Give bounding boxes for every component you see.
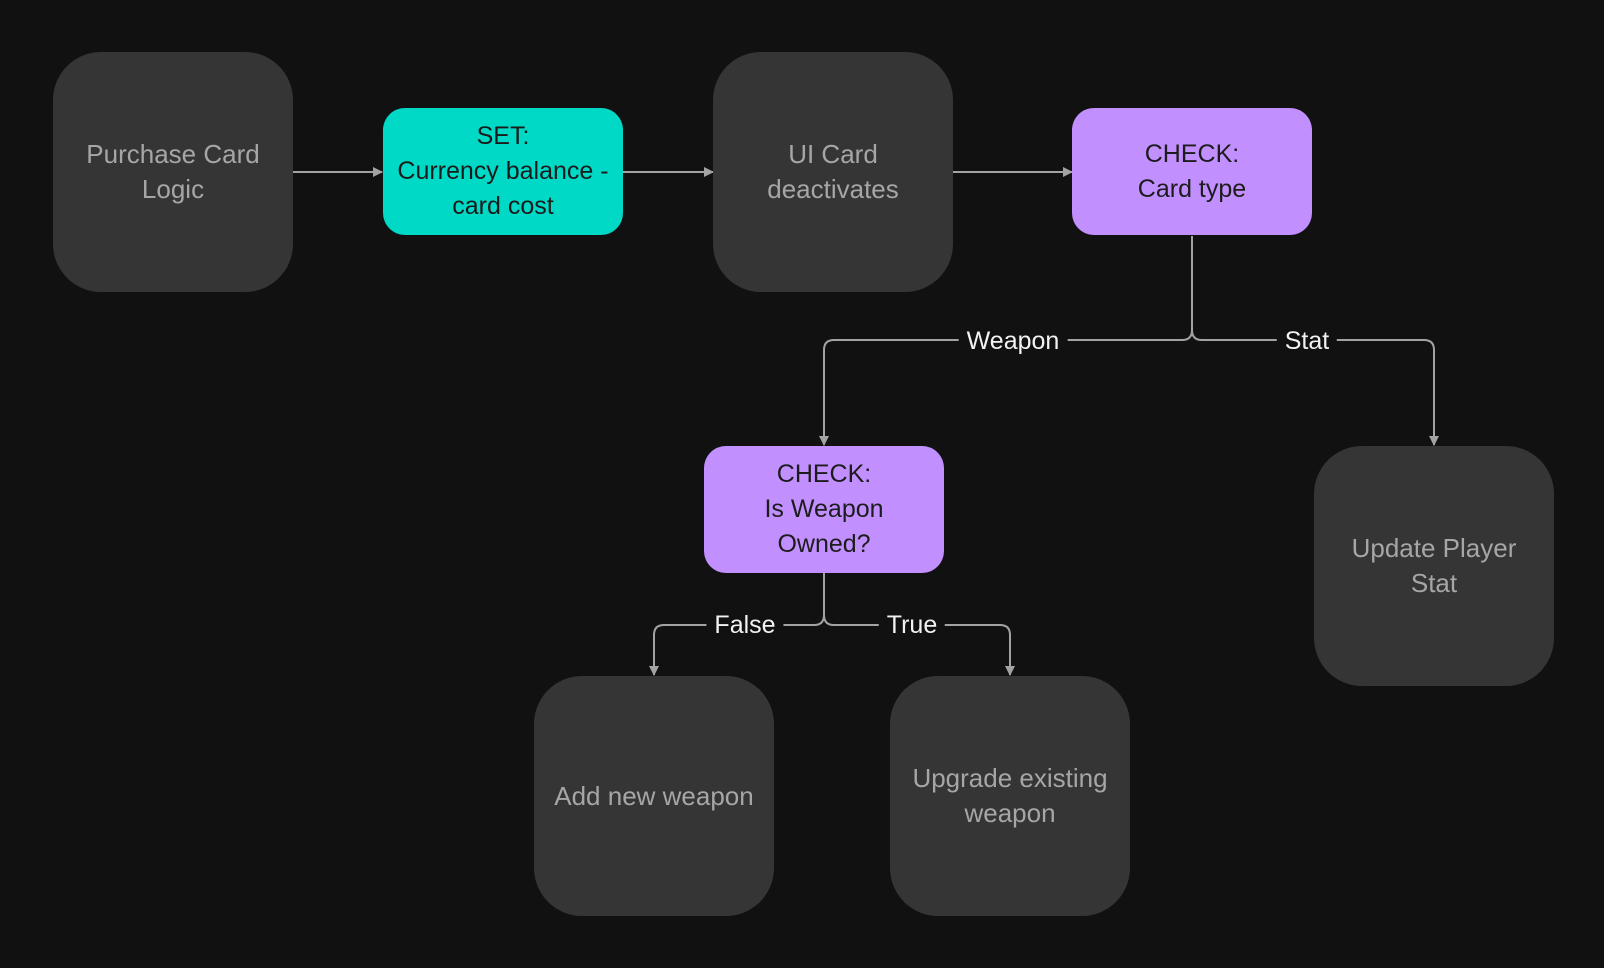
node-check-weapon-owned[interactable]: CHECK: Is Weapon Owned? xyxy=(704,446,944,573)
node-check-card-type[interactable]: CHECK: Card type xyxy=(1072,108,1312,235)
node-upgrade-existing-weapon[interactable]: Upgrade existing weapon xyxy=(890,676,1130,916)
node-add-new-weapon[interactable]: Add new weapon xyxy=(534,676,774,916)
edge-label-stat: Stat xyxy=(1276,324,1338,358)
edge-label-true: True xyxy=(878,608,946,642)
node-purchase-card-logic[interactable]: Purchase Card Logic xyxy=(53,52,293,292)
node-update-player-stat-label: Update Player Stat xyxy=(1351,533,1517,598)
node-check-card-type-label: CHECK: Card type xyxy=(1137,139,1247,203)
edge-label-false: False xyxy=(706,608,784,642)
node-add-new-weapon-label: Add new weapon xyxy=(554,780,754,811)
edge-label-weapon: Weapon xyxy=(958,324,1068,358)
node-ui-card-deactivates[interactable]: UI Card deactivates xyxy=(713,52,953,292)
node-set-currency-balance[interactable]: SET: Currency balance - card cost xyxy=(383,108,623,235)
node-update-player-stat[interactable]: Update Player Stat xyxy=(1314,446,1554,686)
node-ui-card-deactivates-label: UI Card deactivates xyxy=(767,139,899,204)
node-upgrade-existing-weapon-label: Upgrade existing weapon xyxy=(912,763,1108,828)
node-check-weapon-owned-label: CHECK: Is Weapon Owned? xyxy=(764,460,884,558)
node-set-currency-balance-label: SET: Currency balance - card cost xyxy=(397,122,609,220)
node-purchase-card-logic-label: Purchase Card Logic xyxy=(86,139,260,204)
